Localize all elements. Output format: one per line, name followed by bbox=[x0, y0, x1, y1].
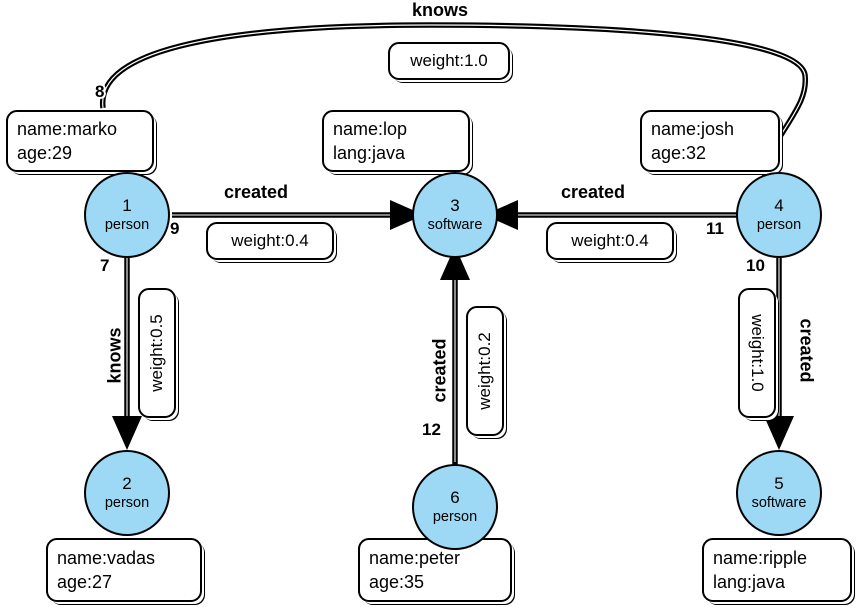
edge-path-11 bbox=[484, 200, 740, 230]
edge-9-id: 9 bbox=[170, 219, 180, 238]
edge-weight-9: weight:0.4 bbox=[206, 222, 334, 260]
edge-id-12: 12 bbox=[422, 420, 441, 440]
node-6-prop-line-1: name:peter bbox=[369, 548, 461, 568]
edge-rel-label-8: knows bbox=[412, 0, 468, 21]
edge-id-10: 10 bbox=[746, 256, 765, 276]
node-props-6: name:peter age:35 bbox=[358, 538, 512, 602]
edge-rel-label-10: created bbox=[796, 301, 817, 401]
edge-weight-10: weight:1.0 bbox=[738, 288, 776, 418]
node-props-4: name:josh age:32 bbox=[640, 110, 780, 172]
edge-8-id: 8 bbox=[95, 82, 105, 101]
edge-weight-11: weight:0.4 bbox=[546, 222, 674, 260]
edge-10-weight: weight:1.0 bbox=[748, 314, 767, 392]
edge-10-rel: created bbox=[796, 318, 817, 383]
node-4-id: 4 bbox=[774, 196, 784, 215]
node-1-prop-line-2: age:29 bbox=[17, 143, 73, 163]
node-1-label: person bbox=[104, 217, 150, 233]
node-2-label: person bbox=[104, 495, 150, 511]
edge-id-9: 9 bbox=[170, 219, 179, 239]
graph-node-3[interactable]: 3 software bbox=[412, 172, 498, 258]
edge-11-id: 11 bbox=[706, 219, 724, 238]
edge-weight-7: weight:0.5 bbox=[138, 288, 176, 418]
node-5-prop-line-1: name:ripple bbox=[713, 548, 808, 568]
edge-11-rel: created bbox=[561, 182, 626, 202]
node-3-prop-line-1: name:lop bbox=[333, 119, 408, 139]
edge-path-10 bbox=[764, 258, 794, 450]
node-6-prop-line-2: age:35 bbox=[369, 572, 425, 592]
node-2-prop-line-1: name:vadas bbox=[57, 548, 156, 568]
graph-node-1[interactable]: 1 person bbox=[84, 172, 170, 258]
graph-node-5[interactable]: 5 software bbox=[736, 450, 822, 536]
node-2-id: 2 bbox=[122, 474, 132, 493]
node-6-id: 6 bbox=[450, 488, 460, 507]
node-props-5: name:ripple lang:java bbox=[702, 538, 852, 602]
edge-rel-label-7: knows bbox=[105, 310, 126, 402]
node-4-prop-line-1: name:josh bbox=[651, 119, 735, 139]
node-props-2: name:vadas age:27 bbox=[46, 538, 202, 602]
graph-node-4[interactable]: 4 person bbox=[736, 172, 822, 258]
edge-7-weight: weight:0.5 bbox=[147, 314, 166, 392]
node-4-prop-line-2: age:32 bbox=[651, 143, 707, 163]
edge-path-12 bbox=[440, 246, 470, 468]
node-5-label: software bbox=[751, 495, 807, 511]
node-6-label: person bbox=[432, 509, 478, 525]
node-5-prop-line-2: lang:java bbox=[713, 572, 786, 592]
node-props-1: name:marko age:29 bbox=[6, 110, 154, 172]
edge-weight-8: weight:1.0 bbox=[388, 42, 510, 80]
edge-12-weight: weight:0.2 bbox=[475, 332, 494, 410]
edge-path-9 bbox=[172, 200, 424, 230]
edge-id-8: 8 bbox=[95, 82, 104, 102]
edge-rel-label-11: created bbox=[561, 182, 625, 203]
edge-rel-label-9: created bbox=[224, 182, 288, 203]
edge-id-11: 11 bbox=[706, 219, 724, 239]
edge-7-id: 7 bbox=[100, 256, 110, 275]
node-3-label: software bbox=[427, 217, 483, 233]
edge-id-7: 7 bbox=[100, 256, 109, 276]
node-3-id: 3 bbox=[450, 196, 460, 215]
edge-weight-12: weight:0.2 bbox=[466, 306, 504, 436]
node-4-label: person bbox=[756, 217, 802, 233]
graph-node-2[interactable]: 2 person bbox=[84, 450, 170, 536]
edge-8-rel: knows bbox=[412, 0, 469, 20]
edge-11-weight: weight:0.4 bbox=[571, 231, 649, 250]
edge-rel-label-12: created bbox=[430, 321, 451, 421]
node-1-prop-line-1: name:marko bbox=[17, 119, 118, 139]
edge-8-weight: weight:1.0 bbox=[410, 51, 488, 70]
edge-12-id: 12 bbox=[422, 420, 441, 439]
graph-node-6[interactable]: 6 person bbox=[412, 464, 498, 550]
node-props-3: name:lop lang:java bbox=[322, 110, 470, 172]
node-3-prop-line-2: lang:java bbox=[333, 143, 406, 163]
edge-path-7 bbox=[112, 258, 142, 450]
node-2-prop-line-2: age:27 bbox=[57, 572, 113, 592]
edge-9-weight: weight:0.4 bbox=[231, 231, 309, 250]
edge-10-id: 10 bbox=[746, 256, 765, 275]
node-1-id: 1 bbox=[122, 196, 132, 215]
edge-12-rel: created bbox=[429, 338, 450, 403]
edge-9-rel: created bbox=[224, 182, 289, 202]
node-5-id: 5 bbox=[774, 474, 784, 493]
edge-7-rel: knows bbox=[104, 327, 125, 384]
